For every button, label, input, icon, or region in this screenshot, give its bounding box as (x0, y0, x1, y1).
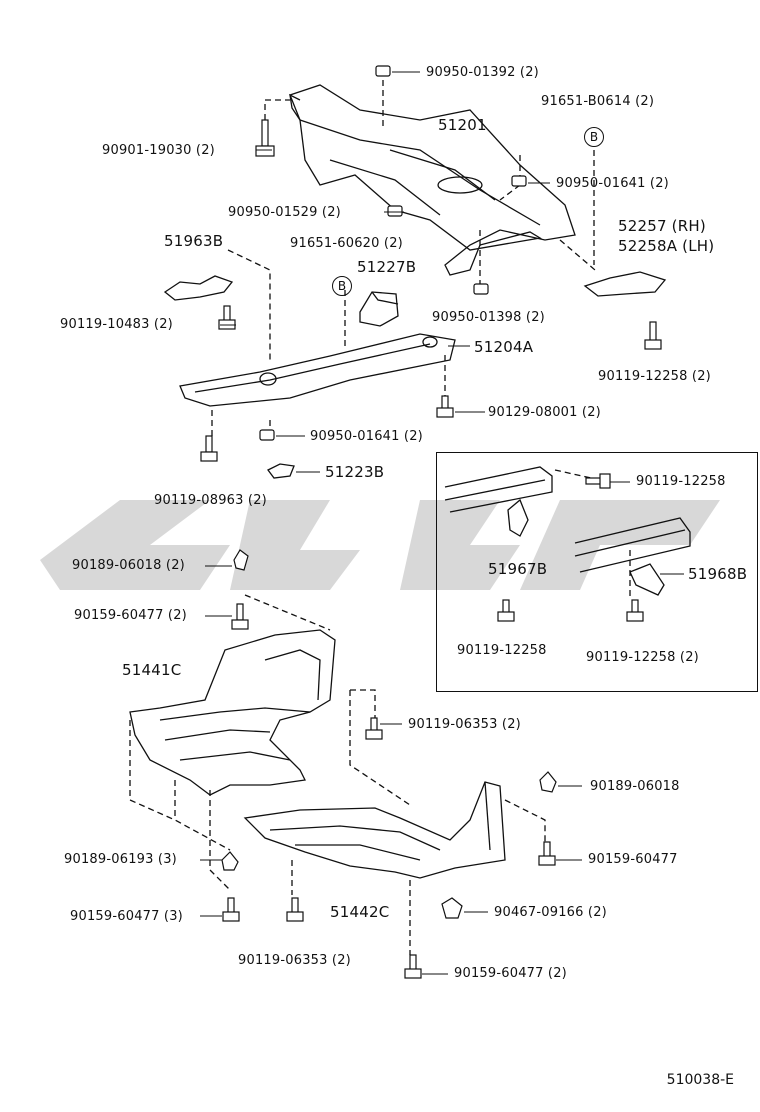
bracket-52257 (583, 271, 667, 297)
label-51201: 51201 (438, 116, 487, 134)
nut-icon (259, 429, 275, 441)
label-90189-06193: 90189-06193 (3) (64, 852, 177, 867)
nut-icon (387, 205, 403, 217)
label-90467-09166: 90467-09166 (2) (494, 905, 607, 920)
clip-icon (539, 771, 557, 793)
bolt-icon (626, 599, 644, 622)
label-90950-01529: 90950-01529 (2) (228, 205, 341, 220)
clip-icon (441, 897, 463, 919)
bolt-icon (222, 897, 240, 922)
document-number: 510038-E (666, 1072, 734, 1088)
label-51967b: 51967B (488, 560, 548, 578)
bolt-icon (365, 717, 383, 740)
label-90159-60477-c: 90159-60477 (3) (70, 909, 183, 924)
clip-icon (221, 851, 239, 871)
label-52257-rh: 52257 (RH) (618, 217, 706, 235)
inset-brackets (444, 466, 691, 596)
bolt-icon (538, 841, 556, 866)
cover-51442c (243, 781, 506, 879)
ref-mark-b: B (584, 127, 604, 147)
label-90159-60477-a: 90159-60477 (2) (74, 608, 187, 623)
bolt-icon (436, 395, 454, 418)
bracket-51963b (163, 275, 234, 301)
label-51227b: 51227B (357, 258, 417, 276)
label-91651-60620: 91651-60620 (2) (290, 236, 403, 251)
crossmember-51204a (179, 333, 456, 407)
bolt-icon (286, 897, 304, 922)
label-90119-12258-b: 90119-12258 (636, 474, 726, 489)
label-51223b: 51223B (325, 463, 385, 481)
leader-lines (129, 80, 631, 955)
bolt-icon (231, 603, 249, 630)
label-91651-b0614: 91651-B0614 (2) (541, 94, 655, 109)
label-90129-08001: 90129-08001 (2) (488, 405, 601, 420)
label-90901-19030: 90901-19030 (2) (102, 143, 215, 158)
bolt-icon (404, 954, 422, 979)
fasteners (200, 65, 662, 979)
label-90950-01392: 90950-01392 (2) (426, 65, 539, 80)
label-90950-01641-b: 90950-01641 (2) (310, 429, 423, 444)
plate-51223b (267, 463, 295, 479)
clip-icon (233, 549, 249, 571)
bolt-icon (200, 435, 218, 462)
label-90950-01641-a: 90950-01641 (2) (556, 176, 669, 191)
label-90119-06353-b: 90119-06353 (2) (238, 953, 351, 968)
label-90119-10483: 90119-10483 (2) (60, 317, 173, 332)
label-90119-12258-c: 90119-12258 (457, 643, 547, 658)
label-90159-60477-d: 90159-60477 (2) (454, 966, 567, 981)
label-51963b: 51963B (164, 232, 224, 250)
bolt-icon (255, 119, 275, 157)
bolt-icon (644, 321, 662, 350)
label-90159-60477-b: 90159-60477 (588, 852, 678, 867)
bolt-icon (497, 599, 515, 622)
label-90189-06018-a: 90189-06018 (2) (72, 558, 185, 573)
ref-mark-b-2: B (332, 276, 352, 296)
label-51441c: 51441C (122, 661, 182, 679)
crossmember-51201 (289, 84, 576, 276)
cover-51441c (129, 629, 336, 796)
label-51968b: 51968B (688, 565, 748, 583)
bolt-icon (218, 305, 236, 330)
nut-icon (511, 175, 527, 187)
label-ticks (200, 71, 684, 975)
label-90119-08963: 90119-08963 (2) (154, 493, 267, 508)
label-51442c: 51442C (330, 903, 390, 921)
label-90950-01398: 90950-01398 (2) (432, 310, 545, 325)
mount-51227b (359, 291, 399, 327)
nut-icon (473, 283, 489, 295)
label-90119-06353-a: 90119-06353 (2) (408, 717, 521, 732)
bolt-icon (585, 473, 611, 489)
inset-frame (436, 452, 758, 692)
label-90119-12258-a: 90119-12258 (2) (598, 369, 711, 384)
label-90119-12258-d: 90119-12258 (2) (586, 650, 699, 665)
nut-icon (375, 65, 391, 77)
label-51204a: 51204A (474, 338, 534, 356)
label-90189-06018-b: 90189-06018 (590, 779, 680, 794)
label-52258a-lh: 52258A (LH) (618, 237, 715, 255)
